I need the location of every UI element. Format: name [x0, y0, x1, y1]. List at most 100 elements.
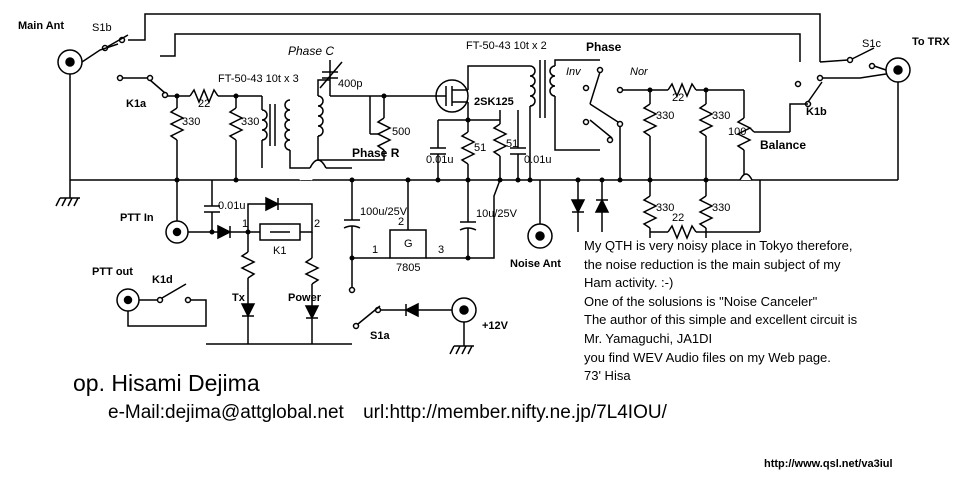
cap-001-b-label: 0.01u — [524, 154, 552, 166]
ptt-in-connector — [165, 220, 189, 244]
cap-001-a-label: 0.01u — [426, 154, 454, 166]
notes-line: the noise reduction is the main subject … — [584, 256, 841, 272]
k1a-label: K1a — [126, 98, 147, 110]
capacitor-001-a — [430, 120, 446, 180]
main-ant-connector — [57, 49, 83, 75]
relay-pin1-label: 1 — [242, 218, 249, 230]
cap-001-c-label: 0.01u — [218, 200, 246, 212]
r22-left-label: 22 — [198, 98, 211, 110]
relay-pin2-label: 2 — [314, 218, 321, 230]
url-text: url:http://member.nifty.ne.jp/7L4IOU/ — [363, 402, 667, 423]
r22-right-label: 22 — [672, 92, 685, 104]
notes-line: My QTH is very noisy place in Tokyo ther… — [584, 238, 853, 253]
diode-noise-a — [570, 180, 586, 232]
k1a-switch — [116, 74, 169, 99]
diode-relay — [265, 196, 280, 212]
ptt-out-connector — [116, 288, 140, 312]
cap-100u-label: 100u/25V — [360, 206, 408, 218]
inv-label: Inv — [566, 66, 581, 78]
diode-12v — [404, 302, 419, 318]
led-tx-label: Tx — [232, 292, 245, 304]
reg-pin3-label: 3 — [438, 244, 445, 256]
resistor-power-led — [304, 257, 320, 302]
diode-noise-b — [594, 180, 610, 232]
noise-ant-connector — [527, 223, 553, 249]
cap-400p-label: 400p — [338, 78, 363, 90]
phase-r-potentiometer — [369, 96, 392, 151]
resistor-22-right — [667, 82, 697, 98]
noise-ant-label: Noise Ant — [510, 258, 561, 270]
notes-text: My QTH is very noisy place in Tokyo ther… — [584, 237, 857, 386]
k1b-switch — [794, 74, 824, 108]
r330-a-label: 330 — [182, 116, 201, 128]
resistor-22-bottom — [650, 224, 760, 240]
k1b-label: K1b — [806, 106, 827, 118]
cap-10u-label: 10u/25V — [476, 208, 517, 220]
phase-r-label: Phase R — [352, 146, 400, 160]
capacitor-001-c — [204, 180, 220, 232]
ptt-out-label: PTT out — [92, 266, 133, 278]
phase-switch — [582, 66, 624, 144]
nor-label: Nor — [630, 66, 648, 78]
resistor-330-e — [642, 195, 658, 238]
phase-c-variable-capacitor — [319, 60, 343, 96]
toroid-right-label: FT-50-43 10t x 2 — [466, 40, 547, 52]
notes-line: The author of this simple and excellent … — [584, 312, 858, 328]
s1c-switch — [846, 47, 876, 70]
resistor-51-a — [460, 120, 476, 180]
k1d-switch — [156, 283, 192, 304]
resistor-22-left — [189, 88, 219, 104]
ptt-in-label: PTT In — [120, 212, 154, 224]
to-trx-connector — [885, 57, 911, 83]
to-trx-label: To TRX — [912, 36, 950, 48]
plus12v-connector — [451, 297, 477, 323]
reg-label: 7805 — [396, 262, 421, 274]
toroid-left-label: FT-50-43 10t x 3 — [218, 73, 299, 85]
ground-left — [55, 180, 80, 207]
main-ant-label: Main Ant — [18, 20, 65, 32]
r51-a-label: 51 — [474, 142, 487, 154]
ground-12v — [449, 322, 474, 355]
r330-f-label: 330 — [712, 202, 731, 214]
diode-ptt — [217, 224, 232, 240]
capacitor-10u — [459, 180, 477, 258]
relay-k1-coil — [259, 223, 301, 241]
notes-line: Ham activity. :-) — [584, 275, 674, 291]
capacitor-001-b — [510, 110, 526, 180]
resistor-tx-led — [240, 232, 256, 300]
r51-b-label: 51 — [506, 138, 519, 150]
led-power-label: Power — [288, 292, 322, 304]
resistor-330-f — [698, 195, 714, 238]
k1d-label: K1d — [152, 274, 173, 286]
reg-pin1-label: 1 — [372, 244, 379, 256]
contact-line: e-Mail:dejima@attglobal.net url:http://m… — [108, 402, 681, 424]
s1a-switch — [352, 305, 382, 330]
s1a-label: S1a — [370, 330, 390, 342]
notes-line: One of the solusions is "Noise Canceler" — [584, 293, 818, 309]
k1-label: K1 — [273, 245, 287, 257]
email-text: e-Mail:dejima@attglobal.net — [108, 402, 344, 423]
toroid-right — [529, 60, 556, 118]
power-led — [304, 302, 320, 344]
balance-label: Balance — [760, 138, 807, 152]
resistor-330-b — [228, 107, 244, 141]
notes-line: you find WEV Audio files on my Web page. — [584, 349, 831, 365]
plus12v-label: +12V — [482, 320, 508, 332]
r330-c-label: 330 — [656, 110, 675, 122]
r330-d-label: 330 — [712, 110, 731, 122]
pot-100-label: 100 — [728, 126, 747, 138]
r330-b-label: 330 — [241, 116, 260, 128]
phase-label: Phase — [586, 40, 622, 54]
website-link[interactable]: http://www.qsl.net/va3iul — [764, 458, 893, 470]
s1c-label: S1c — [862, 38, 881, 50]
s1b-switch — [101, 34, 129, 52]
phase-c-label: Phase C — [288, 44, 335, 58]
reg-g-label: G — [404, 238, 413, 250]
fet-label: 2SK125 — [474, 96, 514, 108]
reg-pin2-label: 2 — [398, 216, 405, 228]
toroid-left — [261, 95, 324, 151]
r22-bottom-label: 22 — [672, 212, 685, 224]
notes-line: Mr. Yamaguchi, JA1DI — [584, 330, 713, 346]
notes-line: 73' Hisa — [584, 368, 631, 384]
